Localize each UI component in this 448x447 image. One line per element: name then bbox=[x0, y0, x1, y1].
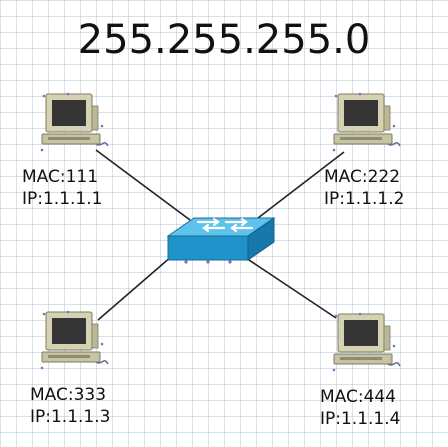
host-4-mac: MAC:444 bbox=[320, 387, 397, 407]
host-2-mac: MAC:222 bbox=[324, 167, 401, 187]
host-1-mac: MAC:111 bbox=[22, 167, 99, 187]
computer-icon[interactable] bbox=[38, 308, 110, 374]
host-4-ip: IP:1.1.1.4 bbox=[320, 409, 401, 429]
computer-icon[interactable] bbox=[330, 90, 402, 156]
link-host-2 bbox=[257, 151, 345, 219]
computer-icon[interactable] bbox=[38, 90, 110, 156]
host-2-ip: IP:1.1.1.2 bbox=[324, 189, 405, 209]
switch-icon[interactable] bbox=[164, 206, 280, 268]
host-3-mac: MAC:333 bbox=[30, 385, 107, 405]
subnet-mask-title: 255.255.255.0 bbox=[77, 17, 371, 63]
link-host-4 bbox=[245, 257, 337, 319]
computer-icon[interactable] bbox=[330, 310, 402, 376]
link-host-3 bbox=[97, 255, 173, 321]
host-1-ip: IP:1.1.1.1 bbox=[22, 189, 103, 209]
host-3-ip: IP:1.1.1.3 bbox=[30, 407, 111, 427]
link-host-1 bbox=[95, 149, 191, 221]
